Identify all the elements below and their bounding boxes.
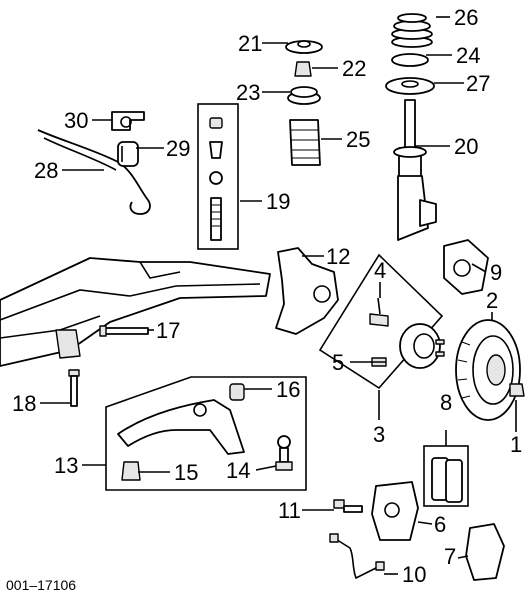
brake-caliper: [371, 481, 419, 541]
brake-pads: [431, 457, 463, 503]
catalog-number: 001–17106: [6, 577, 76, 593]
callout-16: 16: [276, 377, 300, 402]
control-arm-group-box: [105, 376, 307, 491]
spring-insulator-24: [391, 53, 429, 67]
bolt-17: [99, 325, 149, 337]
wheel-nut: [509, 383, 525, 397]
link-kit-group-box: [197, 103, 239, 250]
bolt-18: [68, 369, 80, 407]
brake-rotor: [455, 319, 521, 421]
hub-group-box: [318, 253, 444, 390]
callout-24: 24: [456, 43, 480, 68]
splash-shield: [443, 239, 489, 295]
stabilizer-bar: [37, 129, 151, 215]
callout-23: 23: [236, 80, 260, 105]
leader-lines: [40, 16, 517, 575]
callout-15: 15: [174, 460, 198, 485]
bushing-15: [121, 461, 141, 481]
coil-spring-26: [391, 13, 433, 48]
callout-28: 28: [34, 158, 58, 183]
callout-21: 21: [238, 31, 262, 56]
callout-18: 18: [12, 391, 36, 416]
callout-17: 17: [156, 318, 180, 343]
lower-control-arm: [117, 399, 245, 455]
spring-seat-27: [385, 77, 435, 95]
callout-29: 29: [166, 136, 190, 161]
bushing-16: [229, 383, 245, 401]
callout-26: 26: [454, 5, 478, 30]
callout-25: 25: [346, 127, 370, 152]
front-crossmember: [0, 257, 271, 367]
callout-19: 19: [266, 189, 290, 214]
callout-20: 20: [454, 134, 478, 159]
strut-mount-21: [285, 40, 323, 54]
callout-8: 8: [440, 390, 452, 415]
dust-boot-25: [289, 119, 321, 166]
callout-1: 1: [510, 432, 522, 457]
callout-labels: 21 22 23 25 19 26 24 27 20 30 29 28 12 4…: [12, 5, 522, 587]
callout-3: 3: [373, 422, 385, 447]
callout-12: 12: [326, 244, 350, 269]
callout-4: 4: [374, 258, 386, 283]
ball-joint-14: [275, 435, 293, 471]
callout-27: 27: [466, 71, 490, 96]
callout-14: 14: [226, 458, 250, 483]
caliper-bracket: [465, 523, 505, 581]
strut-assembly: [393, 99, 437, 241]
bleeder-fitting: [333, 499, 363, 513]
callout-10: 10: [402, 562, 426, 587]
callout-11: 11: [278, 498, 301, 523]
bearing-23: [287, 86, 321, 105]
callout-9: 9: [490, 260, 502, 285]
link-kit-parts: [209, 117, 223, 241]
callout-5: 5: [332, 350, 344, 375]
stabilizer-bushing: [117, 141, 139, 167]
hub-bearing-assembly: [399, 323, 445, 369]
callout-7: 7: [444, 544, 456, 569]
wheel-speed-sensor-4: [369, 297, 389, 327]
callout-2: 2: [486, 288, 498, 313]
callout-13: 13: [54, 453, 78, 478]
brake-hose: [329, 533, 385, 580]
callout-30: 30: [64, 108, 88, 133]
steering-knuckle: [275, 247, 339, 335]
bushing-bracket: [111, 111, 145, 131]
strut-nut-22: [294, 61, 312, 77]
callout-22: 22: [342, 56, 366, 81]
callout-6: 6: [434, 512, 446, 537]
